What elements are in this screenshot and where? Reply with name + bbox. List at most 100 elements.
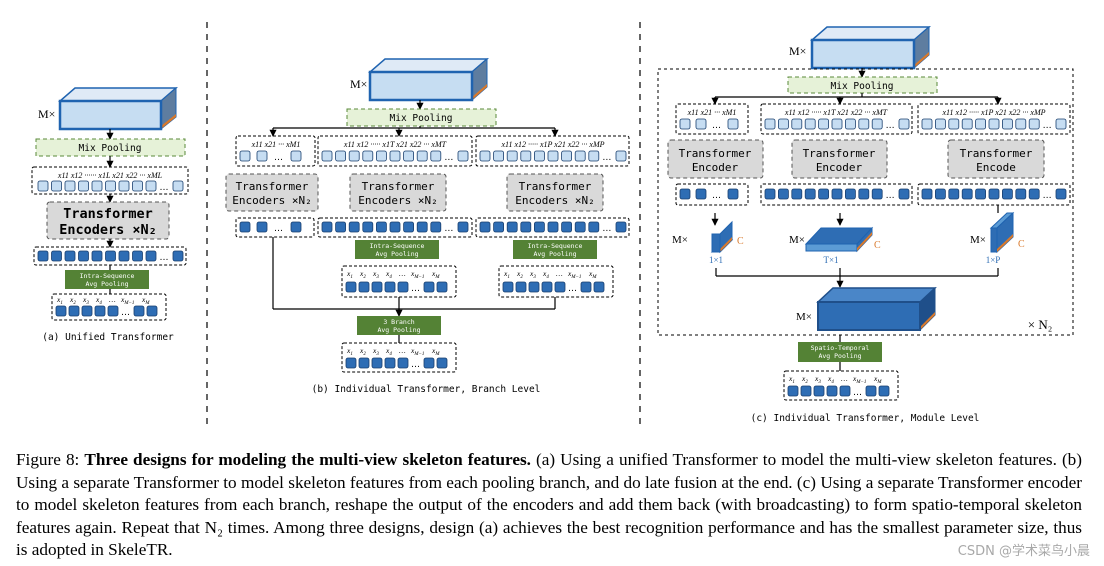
token-square [345,281,357,293]
token-square [871,188,883,200]
token-square [375,150,387,162]
token-square [858,188,870,200]
token-square [1028,188,1040,200]
mx-label-c2: M× [789,234,805,246]
token-square [593,281,605,293]
token-square [541,281,553,293]
token-square [727,118,739,130]
token-square [935,188,946,200]
token-square [362,221,374,233]
x-index-label: … [556,269,563,278]
token-square [791,188,803,200]
token-square [554,281,566,293]
token-square [764,118,776,130]
token-square [588,221,600,233]
token-square [430,221,442,233]
x-index-label: x1 [788,374,795,385]
token-row-squares: … [787,385,890,398]
token-square [457,150,469,162]
x-index-label: xM [431,346,440,357]
x-index-label: … [399,346,406,355]
encoder-b1-line2: Encoders ×N₂ [232,194,311,207]
token-square [1055,118,1067,130]
encoder-b3-line1: Transformer [519,180,592,193]
token-square [416,221,428,233]
token-square [547,221,559,233]
token-square [55,305,67,317]
token-square [172,180,184,192]
token-square [1055,188,1067,200]
token-square [423,357,435,369]
token-square [561,150,572,162]
token-square [1002,118,1013,130]
encoder-c1-line2: Encoder [692,161,739,174]
caption-rest: (a) Using a unified Transformer to model… [16,450,1082,559]
intra-pool-a-line2: Avg Pooling [85,280,128,288]
mix-pooling-c-label: Mix Pooling [831,81,894,92]
token-row-a: x11 x12 ······ x1L x21 x22 ··· xML [57,171,163,180]
token-square [81,305,93,317]
token-square [91,250,103,262]
token-square [335,221,347,233]
panel-b: M× Mix Pooling x11 x21 ··· xM1 Transform… [225,57,630,395]
token-square [813,385,825,397]
encoder-box-b1 [225,173,319,212]
token-square [348,221,360,233]
intra-pool-b3-line1: Intra-Sequence [528,242,583,250]
token-square [348,150,360,162]
times-n2-label: × N₂ [1028,317,1053,332]
token-square [335,150,347,162]
token-row-squares: … [321,150,469,163]
x-index-label: x4 [827,374,834,385]
token-square [118,250,130,262]
token-row-squares: … [345,357,448,370]
token-square [132,250,143,262]
token-square [961,118,973,130]
ellipsis: … [712,121,721,131]
token-square [1015,188,1027,200]
x-index-label: x1 [503,269,510,280]
mx-label-c3: M× [970,234,986,246]
shape-label-1xp: 1×P [986,255,1001,265]
encoder-b3-line2: Encoders ×N₂ [515,194,594,207]
token-square [436,357,448,369]
token-square [898,188,910,200]
tensor-tx1 [804,226,874,253]
token-row-squares: … [239,150,302,163]
token-square [588,150,600,162]
intra-pool-b2-line2: Avg Pooling [375,250,418,258]
encoder-box-c2 [791,139,888,179]
token-square [430,150,442,162]
token-square [580,281,592,293]
token-square [764,188,776,200]
token-square [528,281,540,293]
token-square [826,385,838,397]
ellipsis: … [274,224,283,234]
token-square [64,250,76,262]
encoder-box-b2 [349,173,447,212]
token-square [397,281,409,293]
token-square [389,150,401,162]
token-square [1002,188,1013,200]
tensor-1x1 [710,220,734,254]
x-index-label: x1 [346,346,353,357]
token-square [51,180,62,192]
ellipsis: … [411,284,420,294]
ellipsis: … [1043,191,1052,201]
token-square [831,188,843,200]
ellipsis: … [602,153,611,163]
token-square [787,385,799,397]
st-pool-line2: Avg Pooling [818,352,861,360]
encoder-box-a [46,201,170,240]
token-square [416,150,428,162]
ellipsis: … [160,253,169,263]
token-square [479,221,491,233]
token-row-squares: … [679,188,739,201]
token-row-b2: x11 x12 ····· x1T x21 x22 ··· xMT [343,140,447,149]
encoder-b2-line2: Encoders ×N₂ [358,194,437,207]
token-square [145,250,157,262]
x-index-label: xM−1 [567,269,581,280]
token-square [831,118,843,130]
token-square [975,118,986,130]
